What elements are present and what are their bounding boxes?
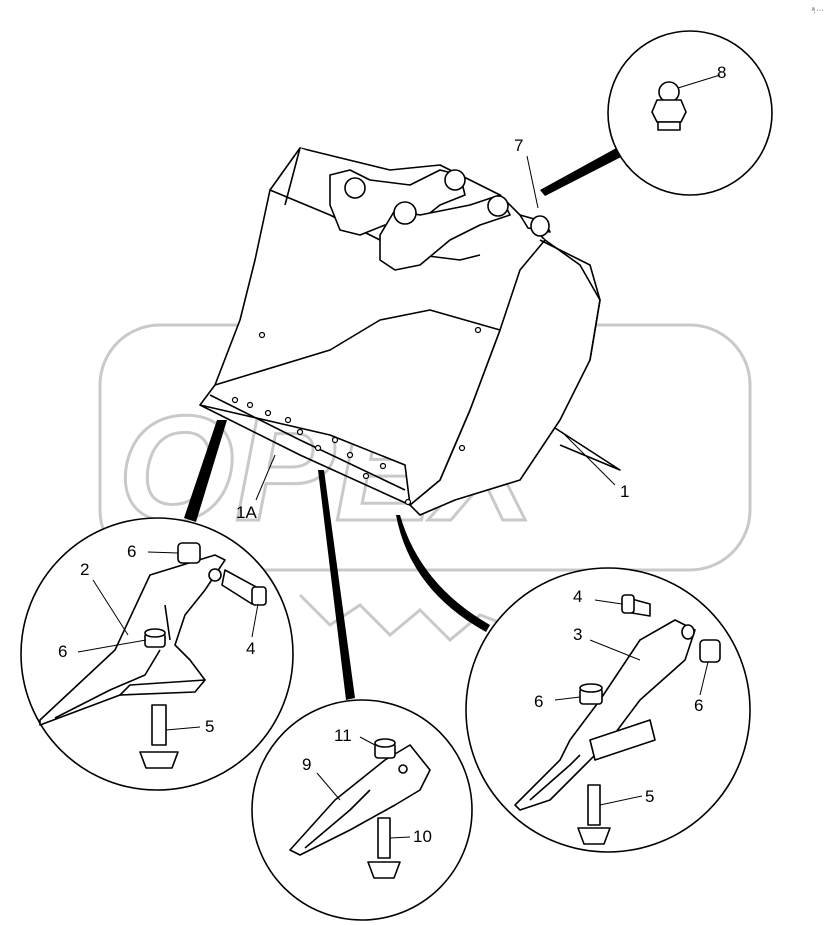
callout-6-left-top: 6 (127, 542, 136, 561)
detail-circle-corner-tooth (465, 567, 751, 853)
callout-11: 11 (334, 726, 352, 745)
callout-5-left: 5 (205, 717, 214, 736)
bucket (199, 147, 621, 516)
callout-2: 2 (80, 560, 89, 579)
detail-circle-side-tooth (20, 517, 294, 791)
callout-7: 7 (514, 136, 523, 155)
callout-1a: 1A (236, 503, 257, 522)
corner-mark: ᵃ᷊ ··· (812, 7, 824, 14)
callout-4-left: 4 (246, 639, 255, 658)
callout-1: 1 (620, 482, 629, 501)
callout-6-right: 6 (694, 696, 703, 715)
detail-circle-grease-nipple (607, 30, 773, 196)
callout-10: 10 (413, 827, 432, 846)
callout-5-right: 5 (645, 787, 654, 806)
leader-lines (77, 74, 721, 839)
callout-6-right-mid: 6 (534, 692, 543, 711)
pointers (184, 146, 625, 700)
callout-6-left-mid: 6 (58, 642, 67, 661)
callout-3: 3 (573, 625, 582, 644)
detail-circle-center-tooth (251, 699, 473, 921)
callout-9: 9 (302, 755, 311, 774)
callout-labels: 1 1A 2 3 4 4 5 5 6 6 6 6 7 8 9 10 11 (58, 63, 726, 846)
callout-4-right: 4 (573, 587, 582, 606)
callout-8: 8 (717, 63, 726, 82)
